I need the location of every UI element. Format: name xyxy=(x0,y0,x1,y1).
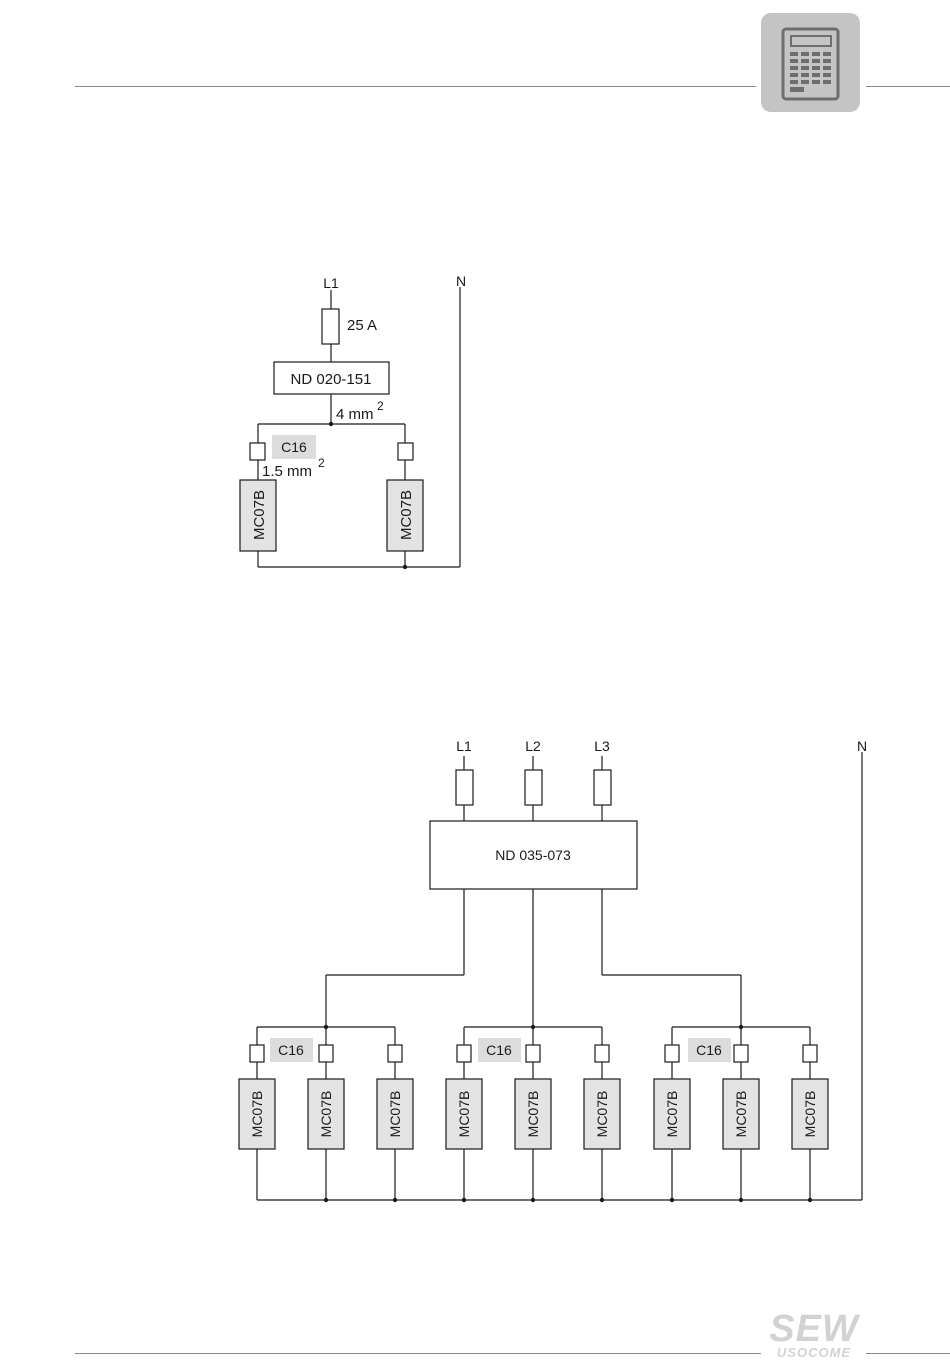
device-label: MC07B xyxy=(525,1091,541,1138)
line-label-l2: L2 xyxy=(525,738,541,754)
device-label: MC07B xyxy=(387,1091,403,1138)
main-fuse-l3 xyxy=(594,770,611,805)
main-fuse-l1 xyxy=(456,770,473,805)
branch-fuse xyxy=(457,1045,471,1062)
logo-main-text: SEW xyxy=(762,1312,866,1346)
junction-dot xyxy=(808,1198,812,1202)
branch-fuse xyxy=(734,1045,748,1062)
branch-fuse xyxy=(388,1045,402,1062)
junction-dot xyxy=(531,1025,535,1029)
line-label-l3: L3 xyxy=(594,738,610,754)
device-label: MC07B xyxy=(594,1091,610,1138)
junction-dot xyxy=(739,1198,743,1202)
breaker-label: C16 xyxy=(696,1042,722,1058)
device-label: MC07B xyxy=(318,1091,334,1138)
branch-fuse xyxy=(803,1045,817,1062)
device-label: MC07B xyxy=(664,1091,680,1138)
junction-dot xyxy=(462,1198,466,1202)
filter-label: ND 035-073 xyxy=(495,847,571,863)
junction-dot xyxy=(739,1025,743,1029)
branch-fuse xyxy=(665,1045,679,1062)
footer-rule-right xyxy=(866,1353,950,1354)
device-label: MC07B xyxy=(733,1091,749,1138)
junction-dot xyxy=(670,1198,674,1202)
junction-dot xyxy=(600,1198,604,1202)
company-logo: SEW USOCOME xyxy=(762,1312,866,1360)
junction-dot xyxy=(324,1198,328,1202)
branch-fuse xyxy=(526,1045,540,1062)
main-fuse-l2 xyxy=(525,770,542,805)
junction-dot xyxy=(531,1198,535,1202)
line-label-l1: L1 xyxy=(456,738,472,754)
device-label: MC07B xyxy=(249,1091,265,1138)
junction-dot xyxy=(393,1198,397,1202)
breaker-label: C16 xyxy=(486,1042,512,1058)
junction-dot xyxy=(324,1025,328,1029)
neutral-label: N xyxy=(857,738,867,754)
branch-fuse xyxy=(319,1045,333,1062)
logo-sub-text: USOCOME xyxy=(762,1346,866,1360)
branch-fuse xyxy=(250,1045,264,1062)
device-label: MC07B xyxy=(456,1091,472,1138)
branch-fuse xyxy=(595,1045,609,1062)
device-label: MC07B xyxy=(802,1091,818,1138)
footer-rule-left xyxy=(75,1353,761,1354)
breaker-label: C16 xyxy=(278,1042,304,1058)
